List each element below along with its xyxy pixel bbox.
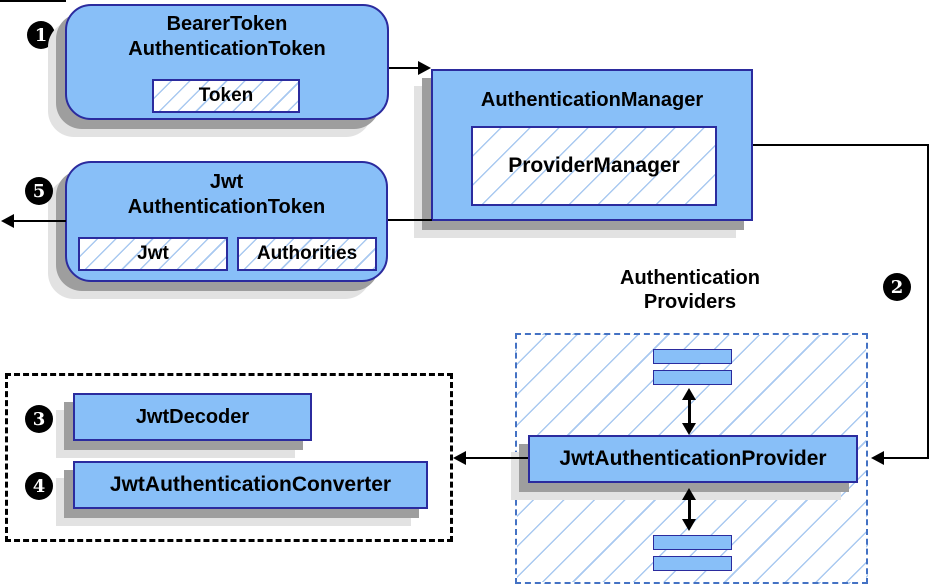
bearer-token-authentication-token-box: BearerToken AuthenticationToken Token <box>65 4 389 120</box>
provider-placeholder-bar-top-1 <box>653 349 732 364</box>
step-5-badge: 5 <box>25 177 53 205</box>
bottom-double-arrow-up-head <box>682 488 696 500</box>
token-to-manager-line <box>389 67 421 69</box>
authentication-providers-label-line1: Authentication <box>620 267 760 289</box>
bottom-double-arrow-down-head <box>682 519 696 531</box>
step-1-badge: 1 <box>27 21 55 49</box>
decoder-converter-group-box <box>5 373 453 542</box>
token-field-label: Token <box>198 85 254 106</box>
jwt-decoder-label: JwtDecoder <box>135 405 250 428</box>
bearer-token-title: BearerToken AuthenticationToken <box>67 6 387 62</box>
provider-to-decoder-line <box>466 457 528 459</box>
provider-manager-box: ProviderManager <box>471 126 717 206</box>
provider-placeholder-bar-bottom-2 <box>653 556 732 571</box>
provider-to-decoder-arrowhead <box>453 451 466 465</box>
jwt-decoder-box: JwtDecoder <box>73 393 312 441</box>
authentication-providers-label-line2: Providers <box>643 291 737 313</box>
jwt-authentication-converter-label: JwtAuthenticationConverter <box>109 473 392 496</box>
jwt-authentication-provider-box: JwtAuthenticationProvider <box>528 435 858 483</box>
authorities-field-box: Authorities <box>237 237 377 271</box>
step-5-line <box>12 220 66 222</box>
jwt-token-title-line1: Jwt <box>209 171 244 193</box>
step-2-arrowhead <box>871 451 884 465</box>
top-double-arrow-down-head <box>682 423 696 435</box>
step-2-line-horizontal <box>753 144 929 146</box>
provider-placeholder-bar-bottom-1 <box>653 535 732 550</box>
token-field-box: Token <box>152 79 300 113</box>
provider-manager-label: ProviderManager <box>508 154 680 177</box>
jwt-field-box: Jwt <box>78 237 228 271</box>
top-double-arrow-shaft <box>688 398 691 424</box>
jwt-token-title: Jwt AuthenticationToken <box>67 163 386 220</box>
incoming-request-line <box>0 0 66 2</box>
authentication-providers-label: Authentication Providers <box>565 266 815 314</box>
step-5-arrowhead <box>1 214 14 228</box>
jwt-field-label: Jwt <box>137 243 169 264</box>
manager-to-jwt-token-line <box>388 219 432 221</box>
bearer-token-title-line1: BearerToken <box>166 13 288 35</box>
step-2-line-vertical <box>927 144 929 459</box>
bearer-token-title-line2: AuthenticationToken <box>128 38 326 60</box>
provider-placeholder-bar-top-2 <box>653 370 732 385</box>
top-double-arrow-up-head <box>682 388 696 400</box>
jwt-token-title-line2: AuthenticationToken <box>127 196 326 218</box>
jwt-authentication-token-box: Jwt AuthenticationToken Jwt Authorities <box>65 161 388 282</box>
jwt-authentication-converter-box: JwtAuthenticationConverter <box>73 461 428 509</box>
step-3-badge: 3 <box>25 405 53 433</box>
step-2-badge: 2 <box>883 273 911 301</box>
step-2-line-into-provider <box>884 457 929 459</box>
jwt-authentication-provider-label: JwtAuthenticationProvider <box>559 447 827 470</box>
authentication-manager-box: AuthenticationManager ProviderManager <box>431 69 753 221</box>
step-4-badge: 4 <box>25 472 53 500</box>
authorities-field-label: Authorities <box>256 243 358 264</box>
token-to-manager-arrowhead <box>418 61 431 75</box>
bottom-double-arrow-shaft <box>688 498 691 520</box>
authentication-manager-title: AuthenticationManager <box>480 89 704 111</box>
